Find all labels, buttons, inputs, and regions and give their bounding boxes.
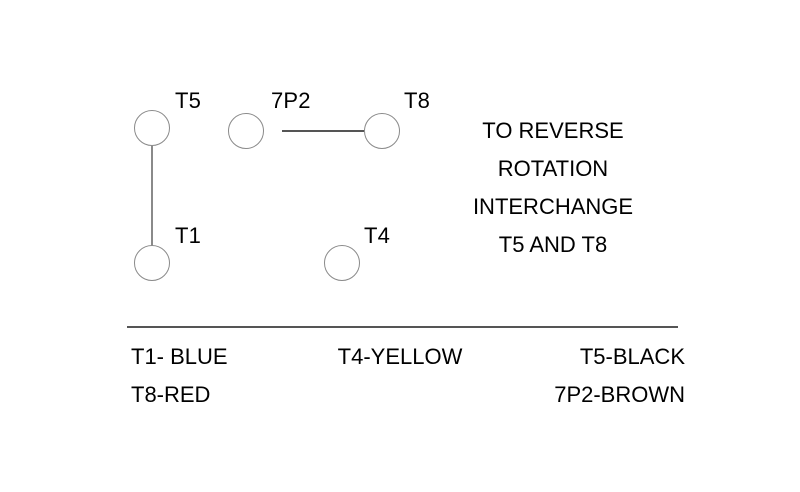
terminal-t4[interactable] bbox=[324, 245, 360, 281]
wire-t5-to-t1 bbox=[151, 146, 153, 246]
legend-item-t8: T8-RED bbox=[131, 382, 211, 407]
legend-column-right: T5-BLACK 7P2-BROWN bbox=[485, 338, 685, 414]
legend-item-t4: T4-YELLOW bbox=[337, 344, 463, 369]
terminal-label-t1: T1 bbox=[175, 223, 202, 248]
legend-item-t5: T5-BLACK bbox=[579, 344, 685, 369]
note-line-1: TO REVERSE bbox=[482, 118, 624, 143]
legend-column-left: T1- BLUE T8-RED bbox=[131, 338, 228, 414]
note-line-3: INTERCHANGE bbox=[472, 194, 634, 219]
terminal-label-7p2: 7P2 bbox=[271, 88, 311, 113]
terminal-label-t5: T5 bbox=[175, 88, 202, 113]
note-line-4: T5 AND T8 bbox=[498, 232, 608, 257]
reverse-rotation-note: TO REVERSE ROTATION INTERCHANGE T5 AND T… bbox=[433, 112, 673, 264]
terminal-7p2[interactable] bbox=[228, 113, 264, 149]
terminal-label-t4: T4 bbox=[364, 223, 391, 248]
legend-column-middle: T4-YELLOW bbox=[300, 338, 500, 376]
terminal-t1[interactable] bbox=[134, 245, 170, 281]
legend-item-7p2: 7P2-BROWN bbox=[554, 382, 685, 407]
terminal-t8[interactable] bbox=[364, 113, 400, 149]
legend-divider-rule bbox=[127, 326, 678, 328]
note-line-2: ROTATION bbox=[497, 156, 609, 181]
terminal-t5[interactable] bbox=[134, 110, 170, 146]
wire-7p2-to-t8 bbox=[282, 130, 364, 132]
legend-item-t1: T1- BLUE bbox=[131, 344, 228, 369]
terminal-label-t8: T8 bbox=[404, 88, 431, 113]
